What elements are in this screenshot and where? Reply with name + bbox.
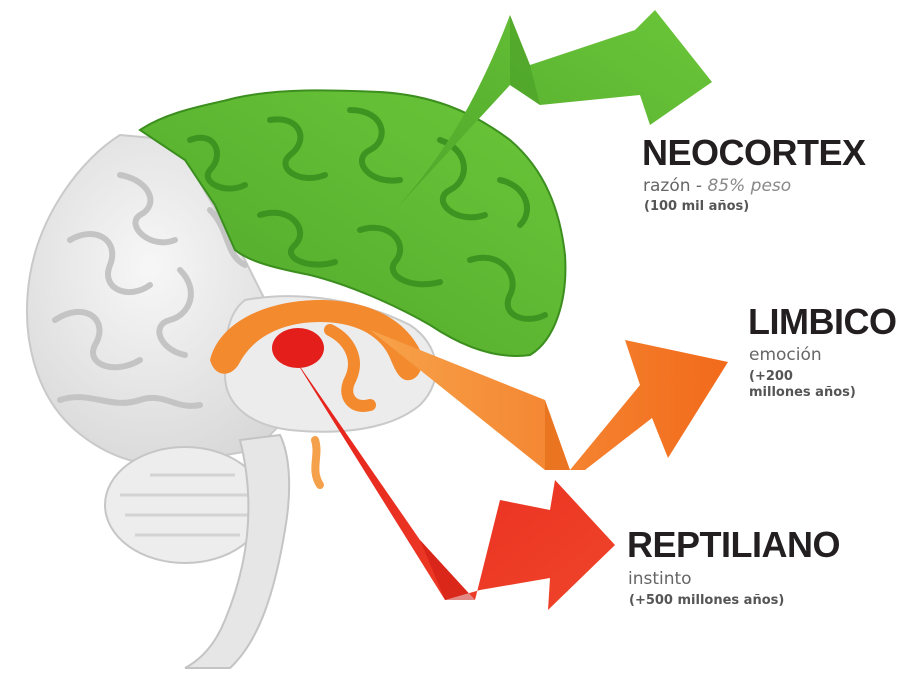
limbico-title: LIMBICO bbox=[748, 304, 896, 340]
neocortex-weight: 85% peso bbox=[707, 176, 791, 196]
reptilian-core bbox=[272, 328, 324, 368]
reptiliano-age: (+500 millones años) bbox=[629, 594, 784, 609]
reptiliano-title: REPTILIANO bbox=[627, 527, 840, 563]
neocortex-function: razón bbox=[643, 176, 691, 196]
neocortex-age: (100 mil años) bbox=[644, 200, 749, 215]
neocortex-subtitle: razón - 85% peso bbox=[643, 177, 791, 196]
cerebellum bbox=[105, 447, 265, 563]
reptiliano-function: instinto bbox=[628, 570, 692, 589]
limbico-age-line1: (+200 bbox=[749, 370, 793, 385]
neocortex-title: NEOCORTEX bbox=[642, 135, 866, 171]
neocortex-separator: - bbox=[691, 176, 708, 196]
limbico-age-line2: millones años) bbox=[749, 386, 856, 401]
limbico-function: emoción bbox=[749, 346, 822, 365]
